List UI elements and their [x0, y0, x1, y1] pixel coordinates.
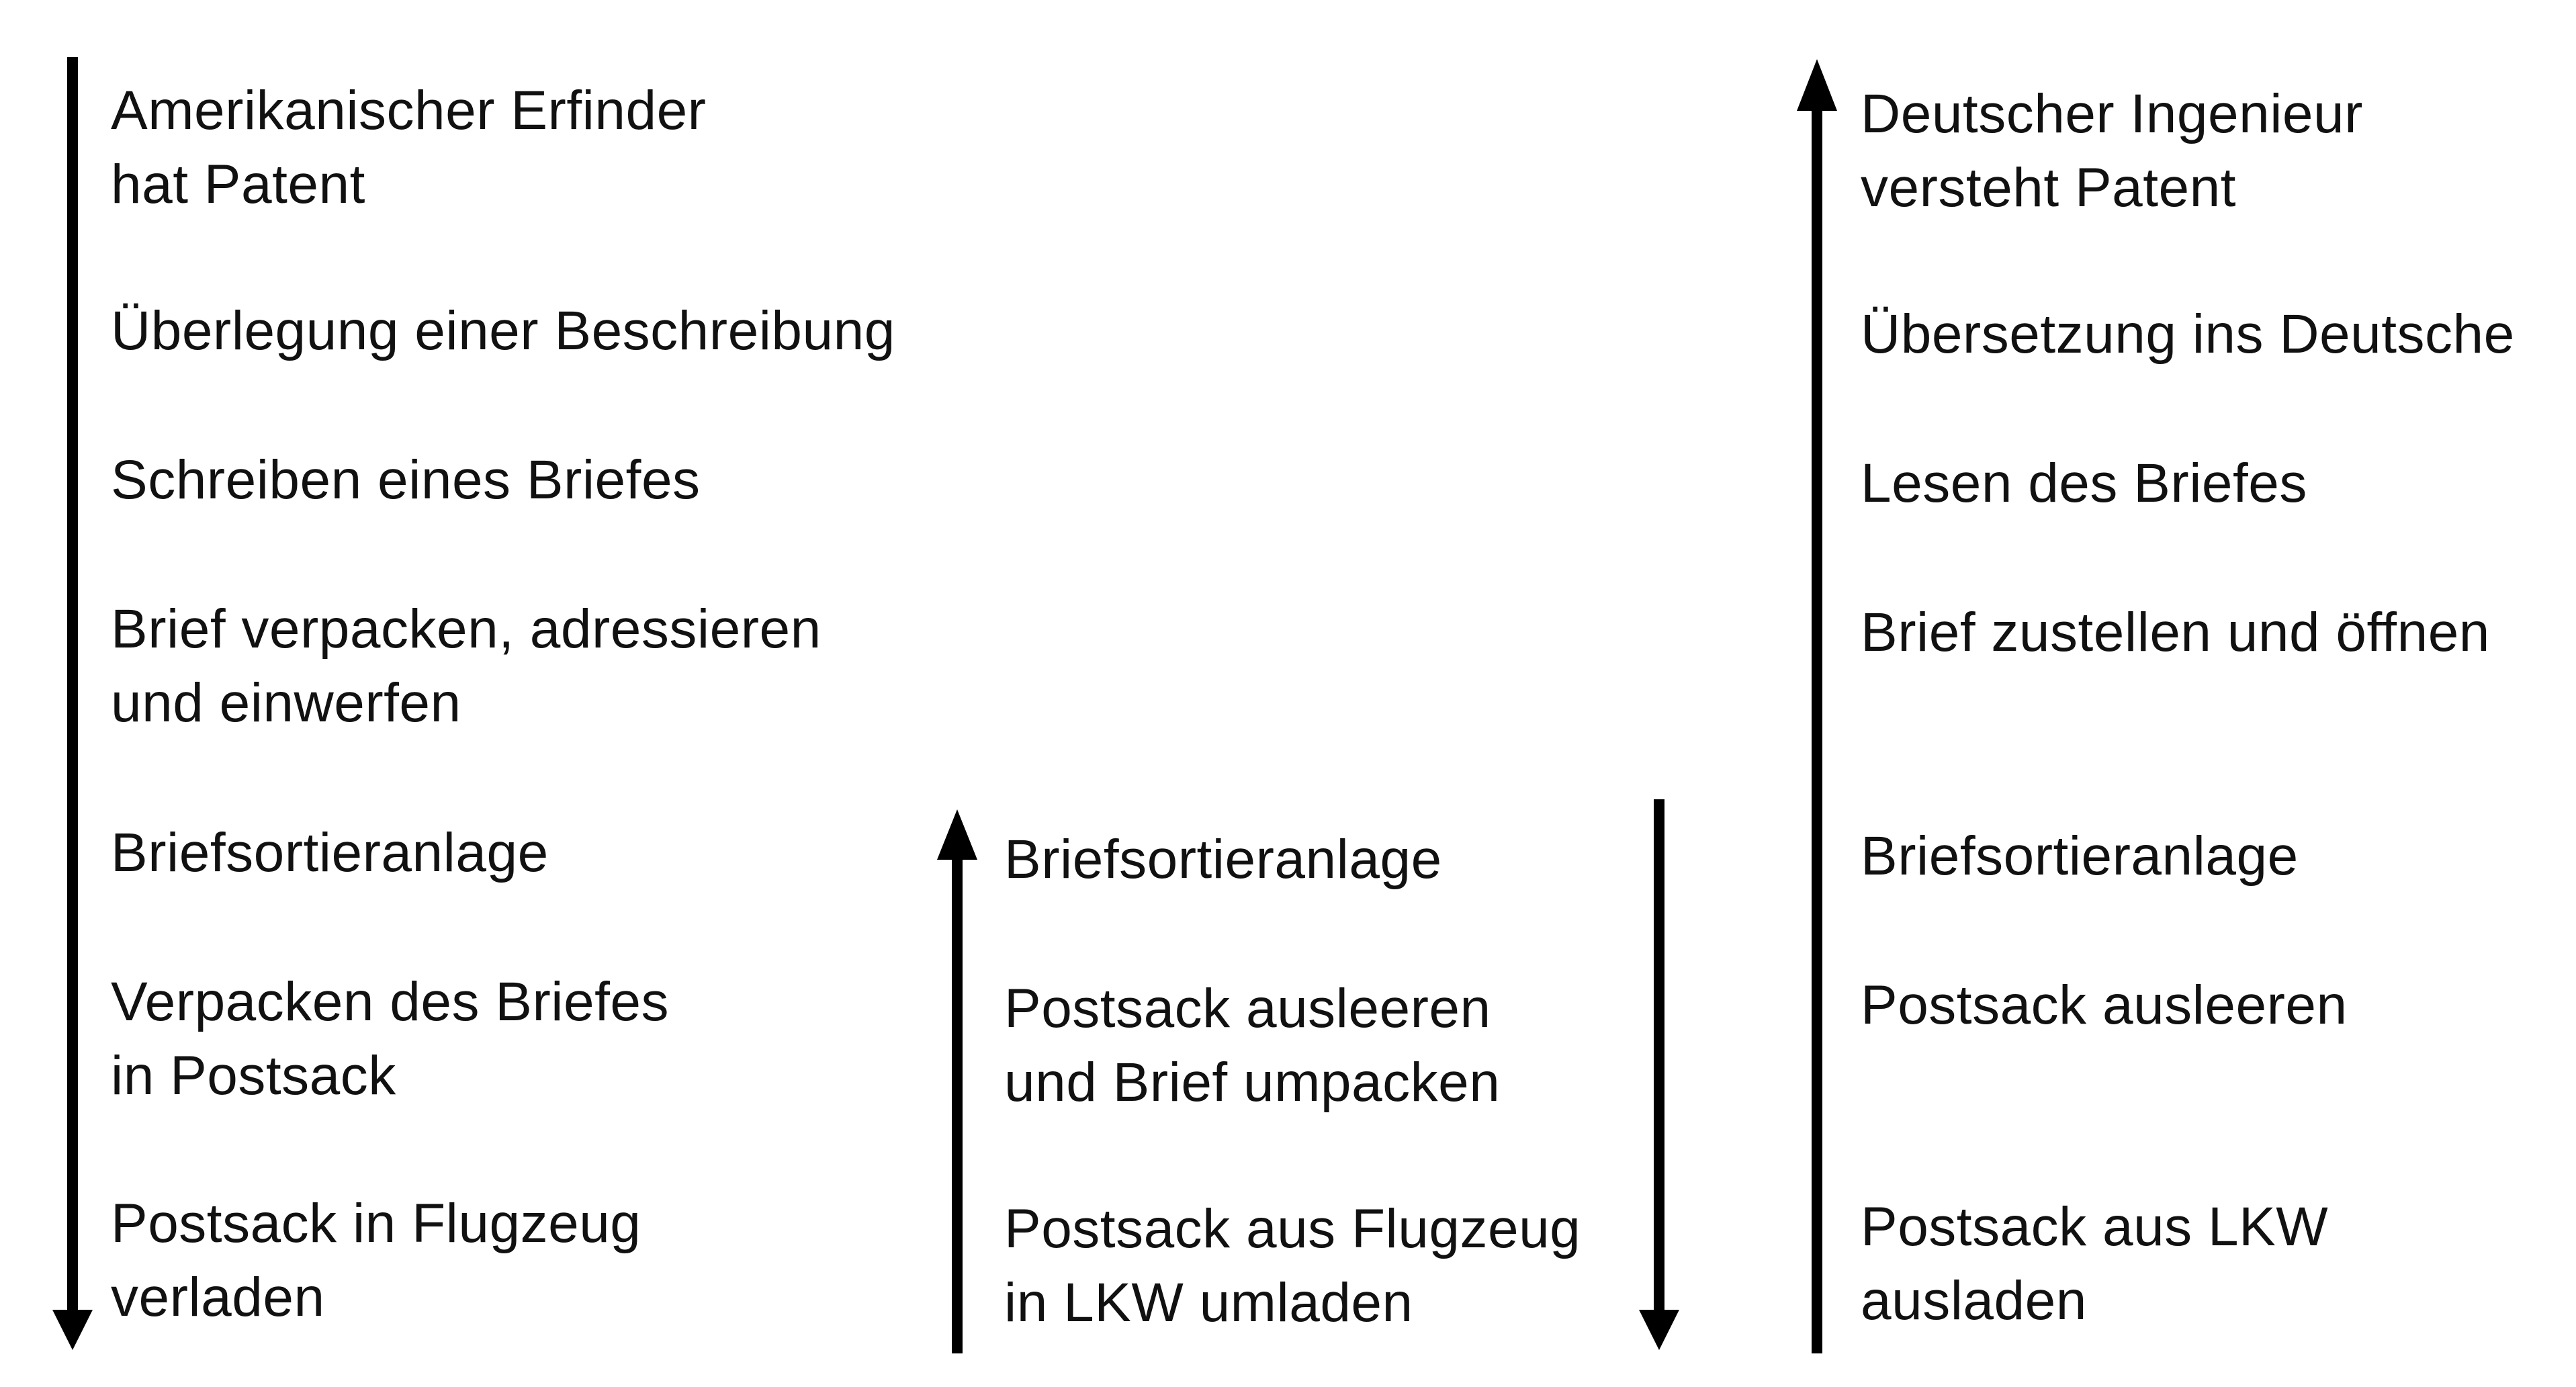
- receiver-step-5: Briefsortieranlage: [1861, 819, 2299, 893]
- transport-step-3-line-1: Postsack aus Flugzeug: [1004, 1198, 1581, 1259]
- receiver-step-5-line-1: Briefsortieranlage: [1861, 825, 2299, 887]
- transport-step-3: Postsack aus Flugzeug in LKW umladen: [1004, 1192, 1581, 1340]
- sender-step-3-line-1: Schreiben eines Briefes: [111, 449, 701, 510]
- receiver-step-7-line-2: ausladen: [1861, 1270, 2087, 1331]
- receiver-step-1-line-2: versteht Patent: [1861, 157, 2237, 218]
- receiver-step-6: Postsack ausleeren: [1861, 969, 2348, 1042]
- receiver-step-3-line-1: Lesen des Briefes: [1861, 453, 2307, 514]
- sender-step-7: Postsack in Flugzeug verladen: [111, 1187, 641, 1335]
- transport-step-3-line-2: in LKW umladen: [1004, 1272, 1413, 1333]
- sender-step-3: Schreiben eines Briefes: [111, 443, 701, 517]
- transport-step-1: Briefsortieranlage: [1004, 823, 1442, 897]
- transport-step-1-line-1: Briefsortieranlage: [1004, 829, 1442, 890]
- sender-step-1-line-2: hat Patent: [111, 154, 365, 215]
- sender-step-6-line-2: in Postsack: [111, 1045, 396, 1106]
- receiver-step-4-line-1: Brief zustellen und öffnen: [1861, 602, 2490, 663]
- receiver-step-4: Brief zustellen und öffnen: [1861, 596, 2490, 670]
- sender-step-4: Brief verpacken, adressieren und einwerf…: [111, 592, 821, 740]
- transport-arrowhead-up: [937, 809, 977, 860]
- transport-step-2-line-2: und Brief umpacken: [1004, 1052, 1501, 1113]
- sender-step-4-line-1: Brief verpacken, adressieren: [111, 598, 821, 660]
- receiver-step-7-line-1: Postsack aus LKW: [1861, 1196, 2329, 1257]
- sender-step-6: Verpacken des Briefes in Postsack: [111, 965, 669, 1113]
- receiver-arrowhead-up: [1797, 59, 1837, 111]
- sender-arrowhead-down: [52, 1310, 93, 1350]
- receiver-step-6-line-1: Postsack ausleeren: [1861, 975, 2348, 1036]
- sender-step-6-line-1: Verpacken des Briefes: [111, 971, 669, 1032]
- receiver-step-1-line-1: Deutscher Ingenieur: [1861, 83, 2363, 144]
- transport-return-arrowhead-down: [1639, 1310, 1679, 1350]
- receiver-step-1: Deutscher Ingenieur versteht Patent: [1861, 77, 2363, 225]
- sender-step-1-line-1: Amerikanischer Erfinder: [111, 80, 707, 141]
- sender-step-4-line-2: und einwerfen: [111, 672, 461, 733]
- sender-step-5: Briefsortieranlage: [111, 816, 549, 890]
- receiver-step-3: Lesen des Briefes: [1861, 447, 2307, 521]
- sender-step-2: Überlegung einer Beschreibung: [111, 294, 895, 368]
- sender-step-7-line-1: Postsack in Flugzeug: [111, 1193, 641, 1254]
- sender-step-2-line-1: Überlegung einer Beschreibung: [111, 300, 895, 361]
- receiver-step-7: Postsack aus LKW ausladen: [1861, 1190, 2328, 1338]
- receiver-step-2: Übersetzung ins Deutsche: [1861, 298, 2515, 371]
- sender-step-5-line-1: Briefsortieranlage: [111, 822, 549, 883]
- sender-step-7-line-2: verladen: [111, 1267, 325, 1328]
- transport-step-2-line-1: Postsack ausleeren: [1004, 978, 1491, 1039]
- sender-step-1: Amerikanischer Erfinder hat Patent: [111, 74, 706, 222]
- receiver-step-2-line-1: Übersetzung ins Deutsche: [1861, 304, 2515, 365]
- transport-step-2: Postsack ausleeren und Brief umpacken: [1004, 972, 1500, 1120]
